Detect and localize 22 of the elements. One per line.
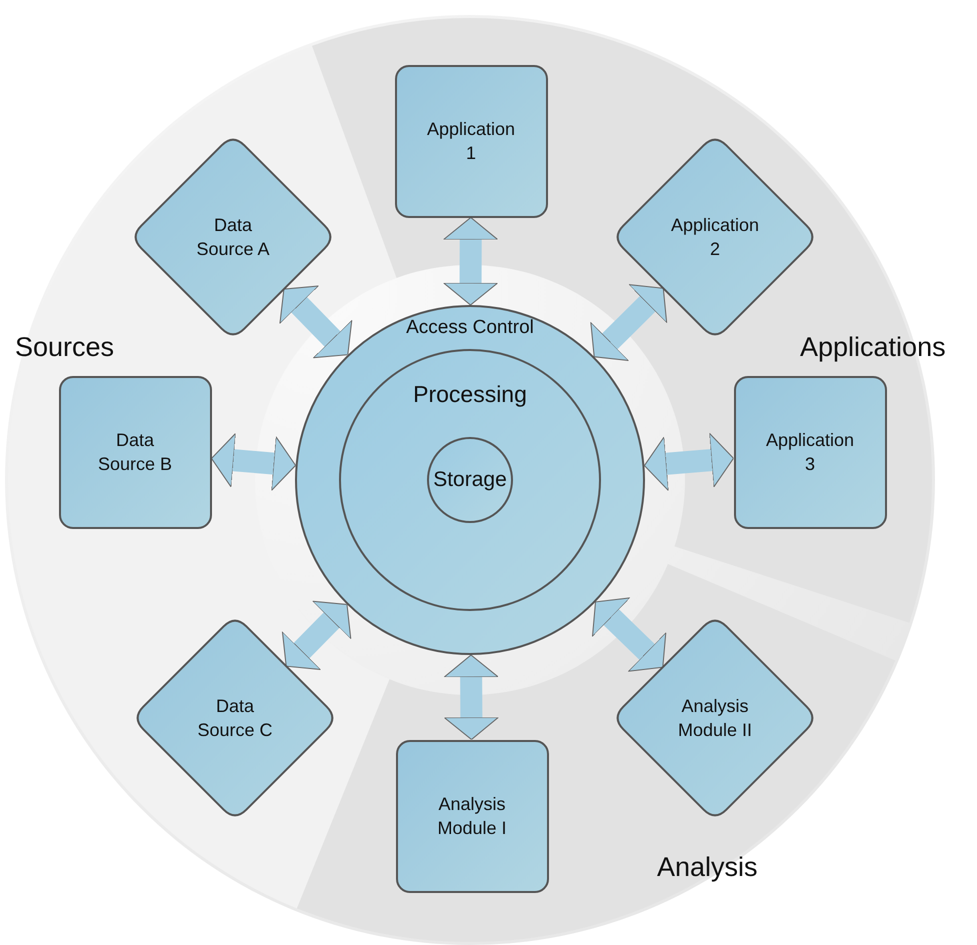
node-label: Analysis Module II	[676, 694, 754, 742]
node-label: Storage	[432, 466, 508, 493]
double-arrow	[644, 432, 734, 492]
node-label: Application 1	[426, 118, 516, 165]
section-label: Analysis	[657, 852, 758, 883]
module-box	[394, 64, 548, 218]
node-label: Analysis Module I	[436, 792, 508, 840]
double-arrow	[210, 432, 297, 491]
double-arrow	[443, 217, 498, 306]
node-label: Processing	[412, 380, 528, 409]
double-arrow	[444, 654, 499, 740]
node-label: Data Source B	[96, 428, 174, 476]
node-label: Data Source A	[195, 214, 271, 261]
section-label: Applications	[800, 332, 946, 363]
node-label: Data Source C	[196, 694, 274, 742]
module-box	[734, 376, 886, 528]
module-box	[396, 740, 548, 892]
section-label: Sources	[15, 332, 114, 363]
module-box	[58, 376, 212, 528]
node-label: Access Control	[405, 316, 535, 340]
node-label: Application 3	[764, 428, 856, 476]
node-label: Application 2	[670, 214, 760, 261]
